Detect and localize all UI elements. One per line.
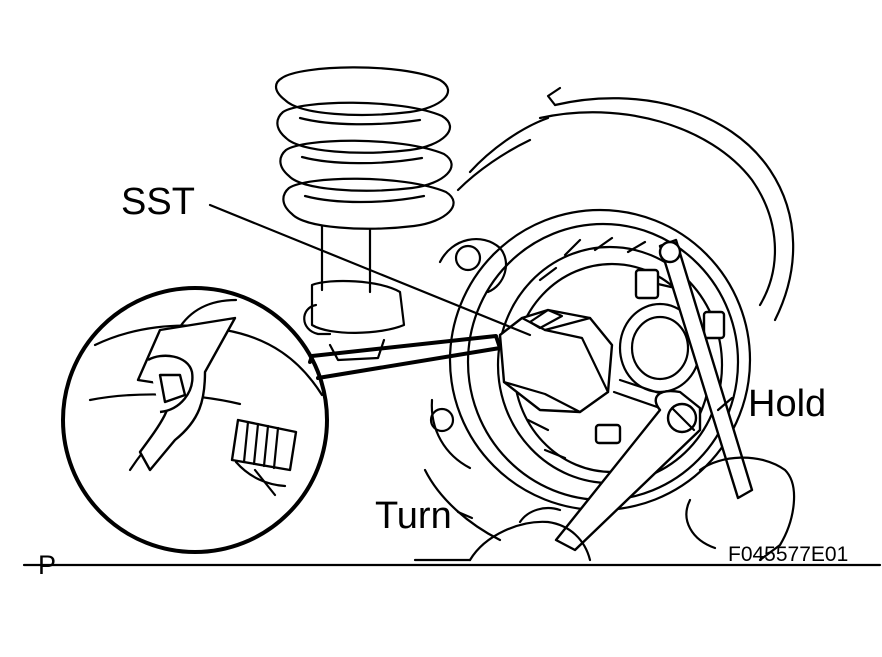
holding-bar — [658, 238, 754, 500]
sst-label: SST — [121, 181, 195, 223]
hub-bolts — [594, 268, 726, 445]
detail-inset — [61, 286, 502, 554]
dust-shield — [456, 86, 795, 322]
callout-leaders — [208, 203, 734, 520]
sst-tool — [498, 308, 614, 414]
turning-wrench — [554, 389, 702, 552]
corner-mark-label: P — [38, 550, 57, 580]
coil-spring — [274, 66, 455, 230]
hands — [468, 456, 796, 562]
figure-code-label: F045577E01 — [728, 543, 849, 566]
hold-label: Hold — [748, 383, 827, 425]
turn-label: Turn — [375, 495, 452, 537]
strut-rod — [303, 224, 406, 362]
